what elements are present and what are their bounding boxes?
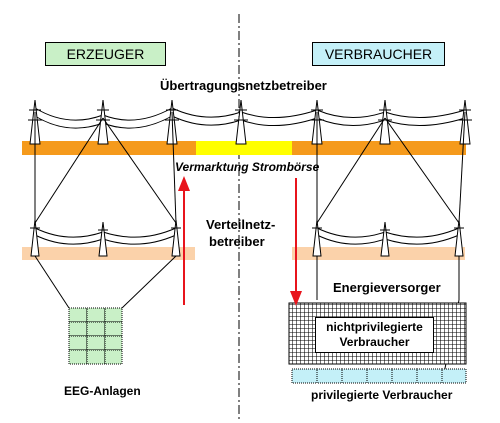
power-exchange-label: Vermarktung Strombörse [175,160,320,174]
transmission-operator-label: Übertragungsnetzbetreiber [160,78,327,93]
distribution-operator-label-line1: Verteilnetz- [206,217,276,232]
privileged-consumers-strip [291,368,467,384]
distribution-grid-bar-right [292,247,465,260]
non-privileged-line2: Verbraucher [339,335,410,349]
arrow-up-icon [178,176,190,305]
tower-icon [30,219,40,257]
transmission-towers [28,99,472,145]
non-privileged-consumers-label: nichtprivilegierte Verbraucher [315,317,434,353]
connection-lines [34,111,466,224]
distribution-operator-label-line2: betreiber [209,234,265,249]
tower-icon [454,219,464,257]
tower-icon [96,99,110,145]
consumer-header: VERBRAUCHER [312,42,445,66]
energy-supplier-label: Energieversorger [333,280,441,295]
tower-icon [312,219,322,257]
tower-icon [234,99,248,145]
eeg-plants-block [68,307,123,365]
power-exchange-segment [196,141,292,155]
eeg-connection-lines [34,255,177,309]
tower-icon [380,221,390,257]
producer-header: ERZEUGER [45,42,166,66]
privileged-consumers-label: privilegierte Verbraucher [311,388,453,402]
tower-icon [458,99,472,145]
eeg-plants-label: EEG-Anlagen [64,384,141,398]
arrow-down-icon [290,178,302,306]
distribution-grid-bar-left [22,247,195,260]
non-privileged-line1: nichtprivilegierte [326,320,423,334]
tower-icon [98,221,108,257]
tower-icon [171,219,181,257]
transmission-power-lines [34,107,466,129]
